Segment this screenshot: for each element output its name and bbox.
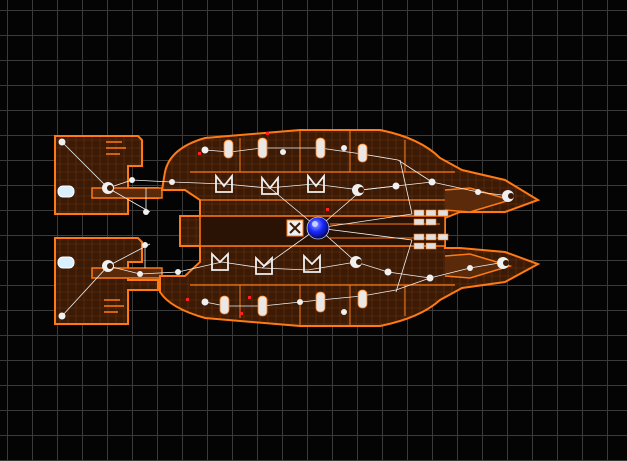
thruster-icon	[350, 184, 514, 269]
main-hull[interactable]	[159, 129, 541, 327]
capsule-tank-icon	[219, 137, 368, 317]
control-console[interactable]	[286, 219, 304, 237]
engine-exhaust-icon	[57, 182, 114, 272]
hangar-bay-icon	[211, 173, 325, 275]
damage-marker	[186, 132, 329, 315]
left-module-bottom[interactable]	[54, 237, 163, 325]
left-module-top[interactable]	[54, 135, 163, 215]
circuit-node-icon	[58, 138, 481, 320]
weapon-pod	[413, 209, 449, 250]
reactor-core-icon[interactable]	[306, 216, 330, 240]
